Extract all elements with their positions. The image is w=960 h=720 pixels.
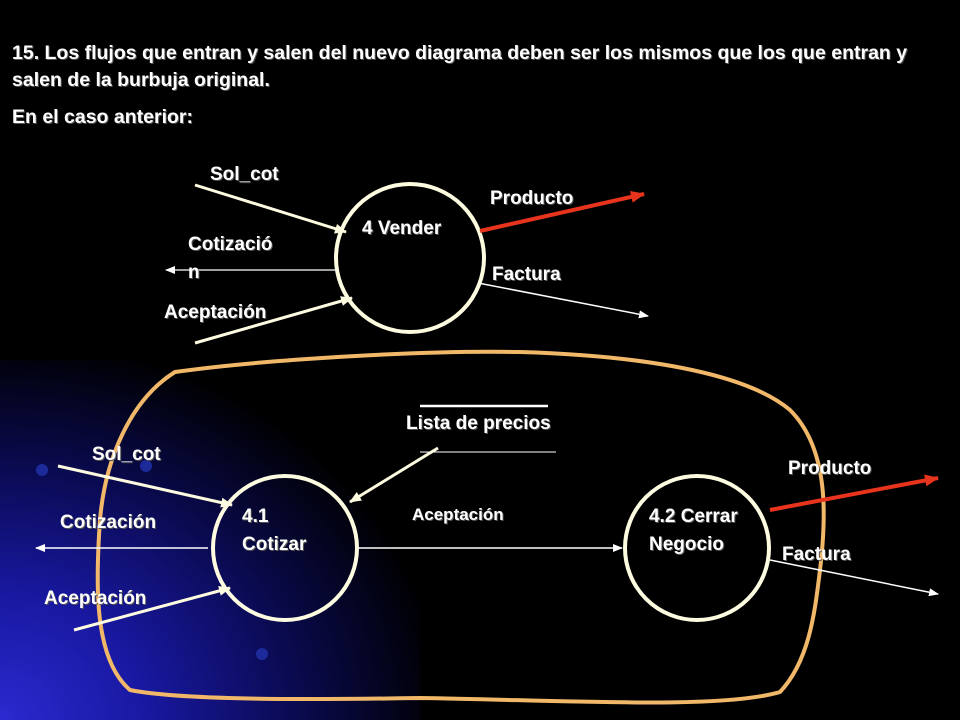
label-aceptacion-top: Aceptación [164,302,267,323]
label-cotizacion-bottom: Cotización [60,512,157,533]
label-cotizar-2: Cotizar [242,534,307,555]
label-cerrar-2: Negocio [649,534,724,555]
label-factura-bottom: Factura [782,544,851,565]
flow-arrow-sol-cot-bottom [57,464,233,508]
process-bubble-cerrar-negocio [623,474,771,622]
flow-arrow-producto-top [479,191,645,233]
flow-arrow-producto-bottom [769,474,939,512]
label-aceptacion-internal: Aceptación [412,505,504,524]
label-cotizacion-top-2: n [188,262,200,283]
label-datastore-precios: Lista de precios [406,413,551,434]
label-cotizacion-top-1: Cotizació [188,234,273,255]
flow-arrow-sol-cot-top [194,183,347,234]
flow-arrow-factura-top [477,282,649,319]
flow-arrow-factura-bottom [769,559,939,597]
label-producto-top: Producto [490,188,574,209]
label-producto-bottom: Producto [788,458,872,479]
slide-subtitle: En el caso anterior: [12,106,193,128]
process-bubble-cotizar [211,474,359,622]
flow-arrow-precios [349,446,439,504]
system-boundary [95,349,826,705]
slide-title: 15. Los flujos que entran y salen del nu… [12,42,908,91]
decorative-dot [140,460,152,472]
flow-arrow-aceptacion-top [194,296,353,345]
label-factura-top: Factura [492,264,561,285]
label-sol-cot-top: Sol_cot [210,164,279,185]
label-sol-cot-bottom: Sol_cot [92,444,161,465]
label-vender: 4 Vender [362,218,442,239]
background-glow [0,360,420,720]
flow-arrow-aceptacion-bottom [73,586,231,632]
decorative-dot [36,464,48,476]
label-cotizar-1: 4.1 [242,506,269,527]
decorative-dot [256,648,268,660]
label-cerrar-1: 4.2 Cerrar [649,506,738,527]
process-bubble-vender [334,182,486,334]
label-aceptacion-bottom: Aceptación [44,588,147,609]
